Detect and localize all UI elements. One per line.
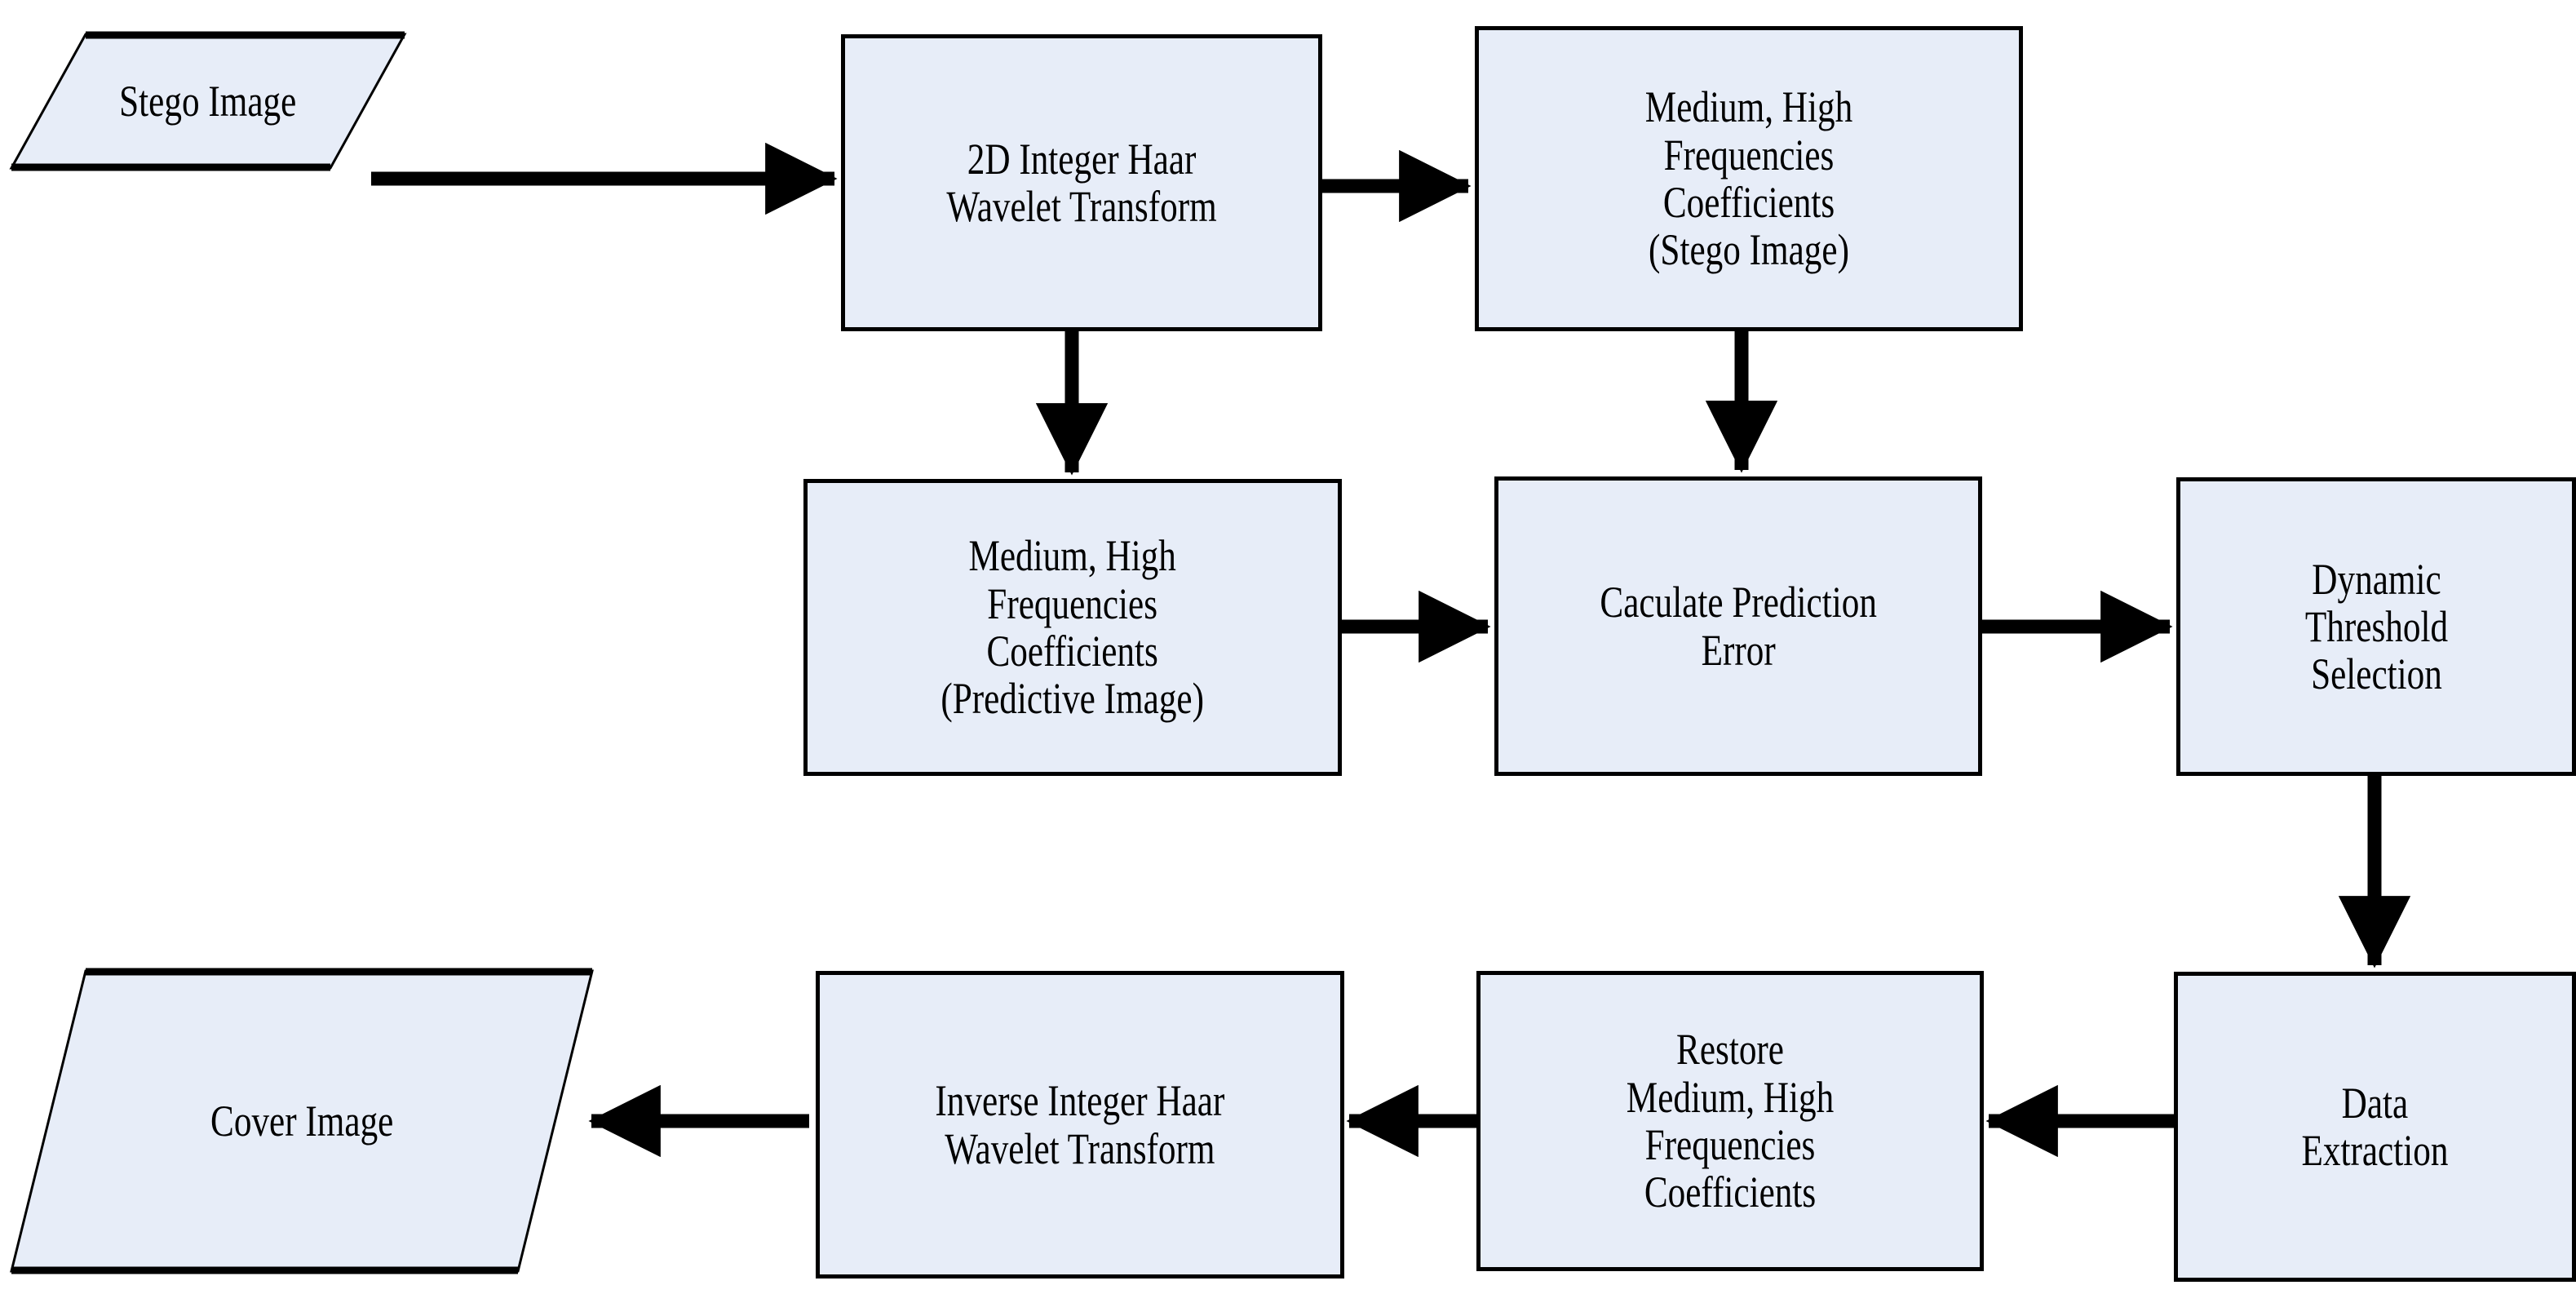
node-stego-image[interactable]: Stego Image bbox=[8, 31, 408, 171]
node-cover-image[interactable]: Cover Image bbox=[8, 968, 595, 1274]
node-label-inverse-haar: Inverse Integer Haar Wavelet Transform bbox=[935, 1076, 1225, 1173]
parallelogram-shape-cover-image bbox=[10, 968, 594, 1274]
node-restore-coef[interactable]: Restore Medium, High Frequencies Coeffic… bbox=[1476, 971, 1984, 1271]
node-coef-stego[interactable]: Medium, High Frequencies Coefficients (S… bbox=[1475, 26, 2023, 331]
node-prediction-error[interactable]: Caculate Prediction Error bbox=[1494, 476, 1982, 776]
node-label-threshold-selection: Dynamic Threshold Selection bbox=[2304, 554, 2448, 699]
node-label-coef-predictive: Medium, High Frequencies Coefficients (P… bbox=[941, 531, 1205, 724]
node-haar-transform[interactable]: 2D Integer Haar Wavelet Transform bbox=[841, 34, 1322, 331]
node-threshold-selection[interactable]: Dynamic Threshold Selection bbox=[2176, 477, 2576, 776]
node-coef-predictive[interactable]: Medium, High Frequencies Coefficients (P… bbox=[803, 479, 1342, 776]
node-label-data-extraction: Data Extraction bbox=[2301, 1078, 2449, 1175]
node-label-restore-coef: Restore Medium, High Frequencies Coeffic… bbox=[1626, 1025, 1835, 1217]
node-data-extraction[interactable]: Data Extraction bbox=[2174, 972, 2576, 1282]
node-label-haar-transform: 2D Integer Haar Wavelet Transform bbox=[946, 134, 1217, 231]
node-inverse-haar[interactable]: Inverse Integer Haar Wavelet Transform bbox=[816, 971, 1344, 1278]
node-label-prediction-error: Caculate Prediction Error bbox=[1600, 578, 1877, 675]
parallelogram-shape-stego-image bbox=[9, 31, 407, 171]
node-label-stego-image: Stego Image bbox=[119, 76, 297, 126]
node-label-coef-stego: Medium, High Frequencies Coefficients (S… bbox=[1644, 82, 1853, 275]
node-label-cover-image: Cover Image bbox=[210, 1096, 394, 1146]
